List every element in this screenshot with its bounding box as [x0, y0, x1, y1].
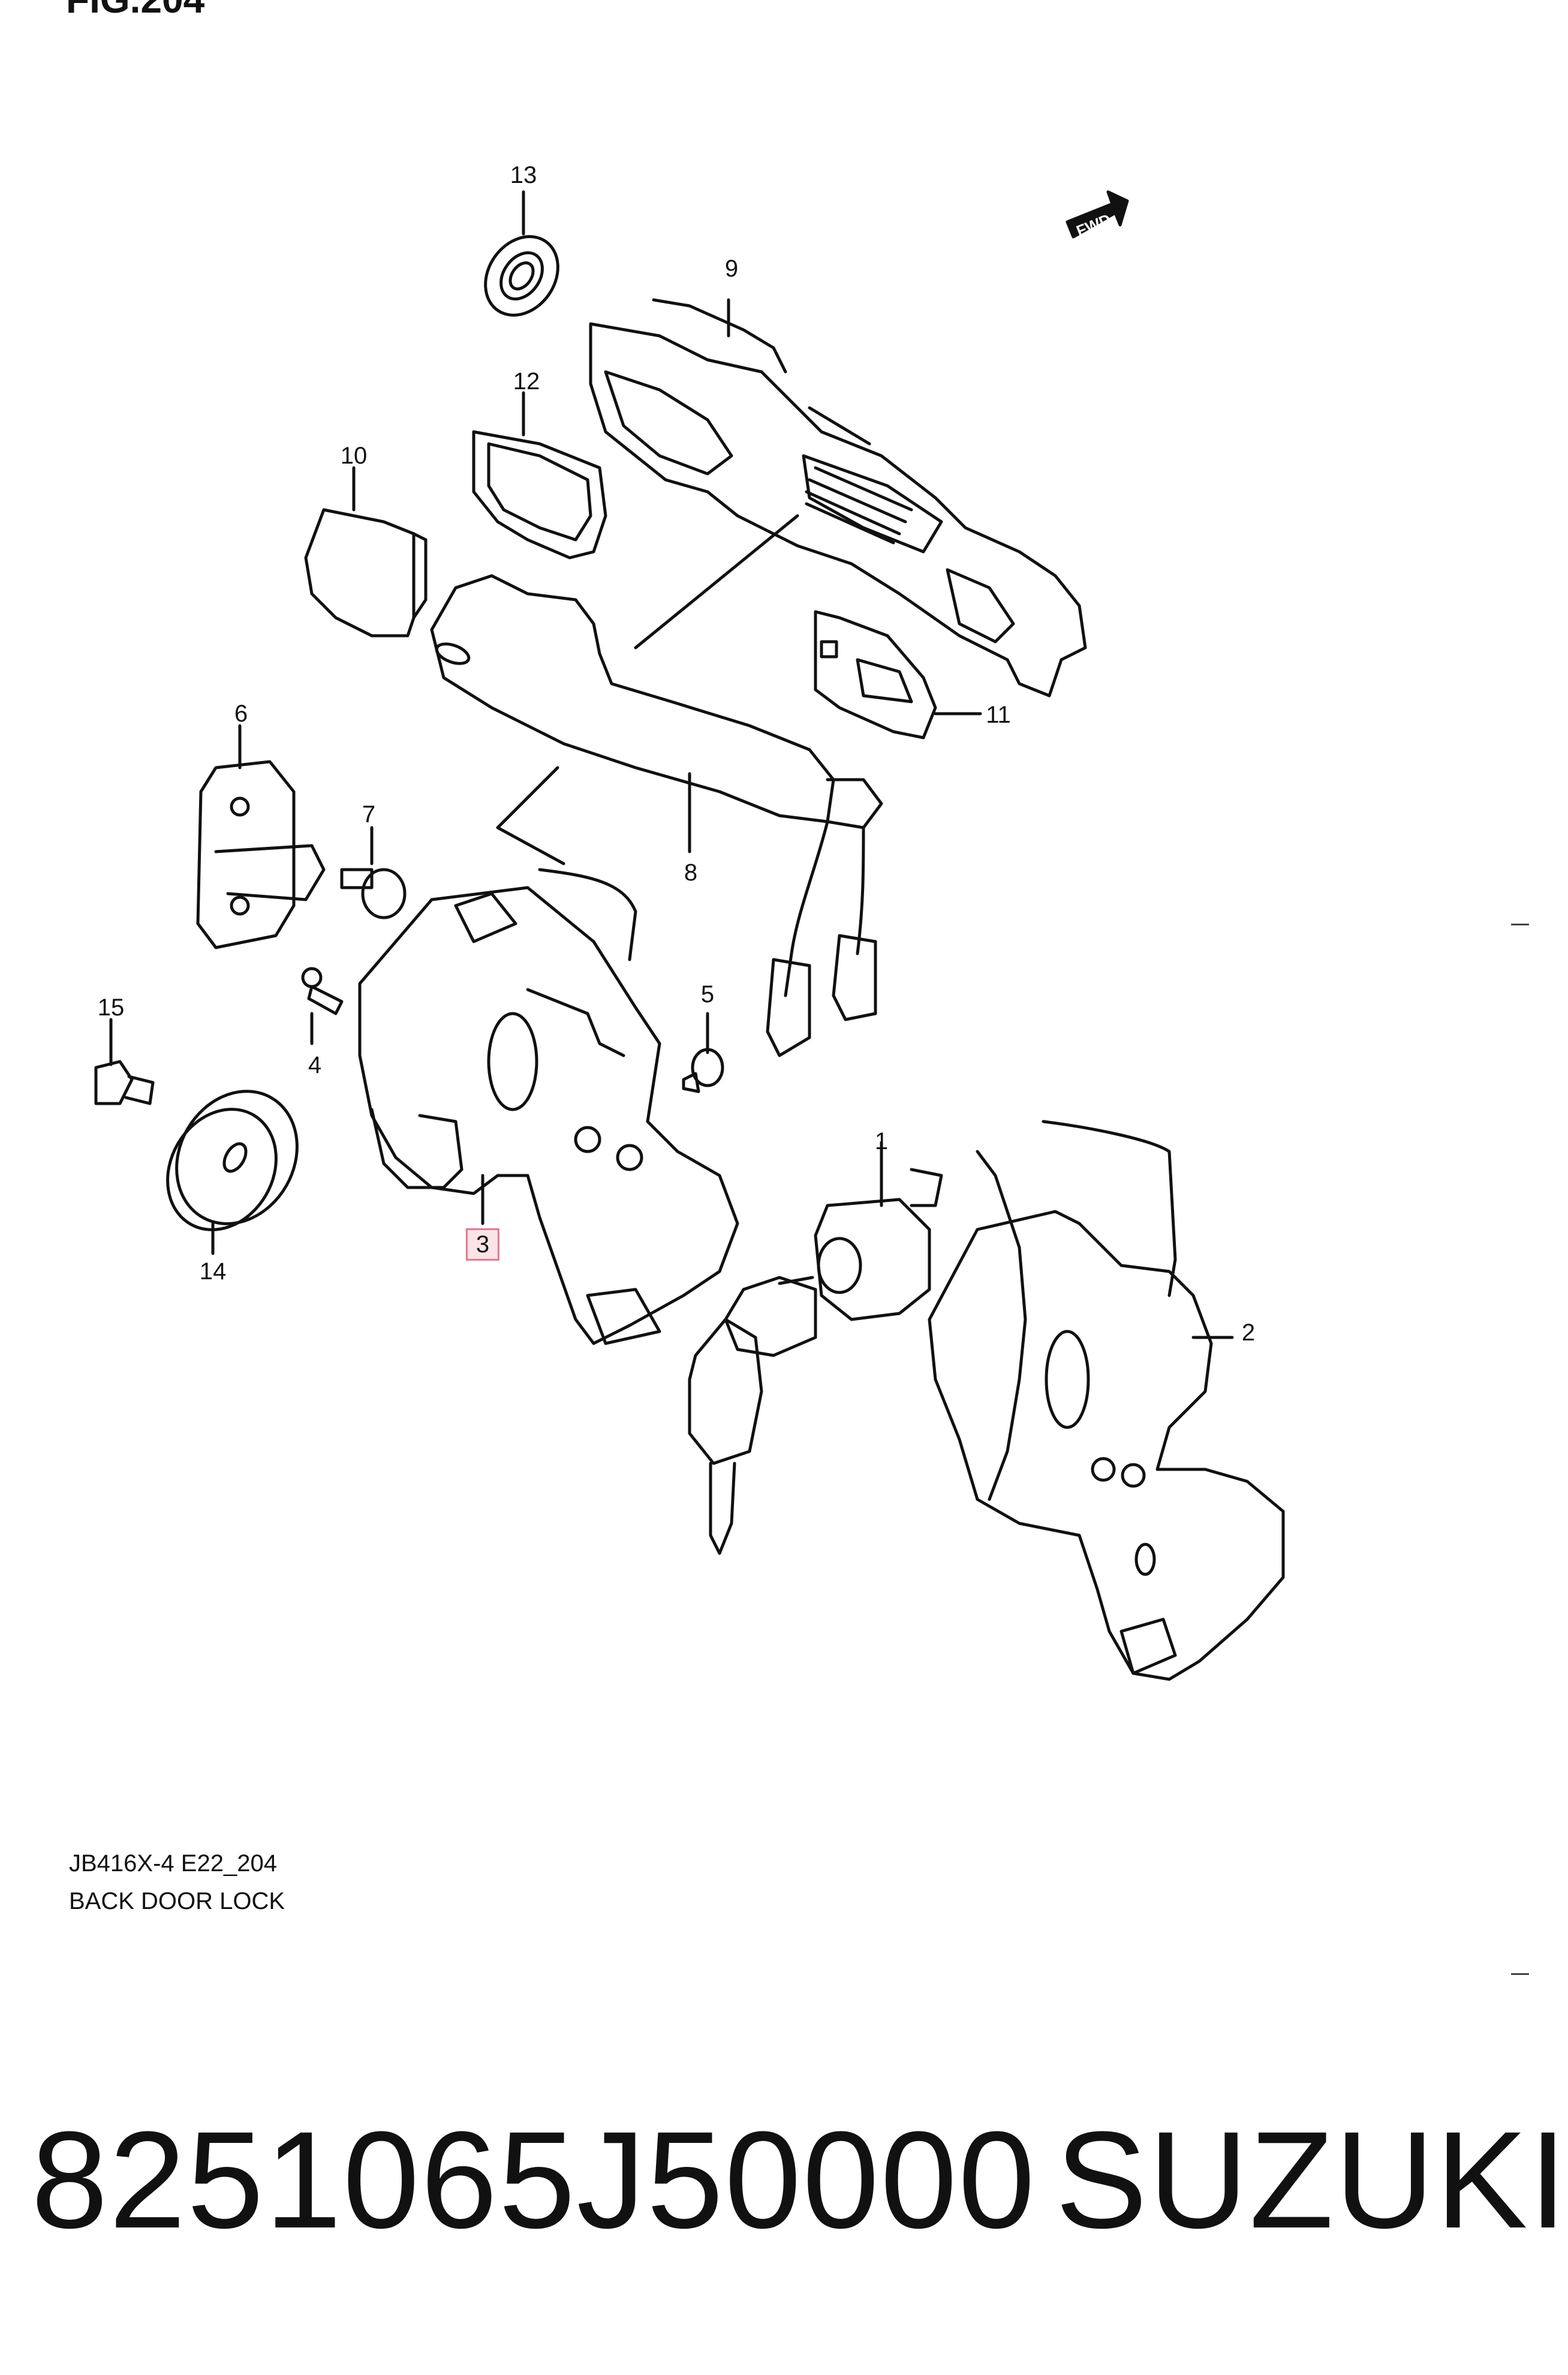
part-13-grommet — [484, 190, 559, 317]
part-15-bolt — [94, 1018, 155, 1105]
callout-2: 2 — [1241, 1319, 1256, 1346]
part-14-bushing — [166, 1090, 299, 1255]
part-number: 8251065J50000 — [31, 2103, 1036, 2257]
part-9-handle-bracket — [589, 298, 1087, 698]
callout-12: 12 — [513, 368, 540, 395]
part-7-screw — [340, 826, 407, 919]
part-2-lock-assembly — [928, 1120, 1285, 1681]
callout-4: 4 — [308, 1052, 322, 1078]
part-6-striker — [196, 724, 326, 949]
callout-11: 11 — [986, 702, 1011, 728]
callout-14: 14 — [199, 1258, 227, 1285]
part-3-lock-assembly — [358, 868, 739, 1345]
footer-band — [0, 1979, 1529, 2375]
part-10-handle-cap — [304, 466, 428, 638]
exploded-view-drawing: FWD — [94, 190, 1285, 1681]
callout-9: 9 — [724, 255, 739, 282]
edge-tick — [1511, 924, 1529, 925]
part-8-outer-handle — [430, 514, 883, 1057]
part-1-key-cylinder — [688, 1141, 943, 1555]
part-5-screw — [682, 1012, 724, 1093]
callout-3-highlighted[interactable]: 3 — [465, 1228, 500, 1261]
callout-13: 13 — [510, 162, 537, 188]
edge-tick — [1511, 1973, 1529, 1975]
callout-6: 6 — [234, 701, 248, 727]
figure-title: FIG.204 — [66, 0, 204, 22]
callout-10: 10 — [340, 443, 368, 469]
fwd-arrow-icon: FWD — [1066, 190, 1129, 240]
part-4-screw — [301, 967, 344, 1045]
figure-caption-name: BACK DOOR LOCK — [69, 1888, 285, 1914]
figure-caption-code: JB416X-4 E22_204 — [69, 1850, 277, 1877]
callout-8: 8 — [684, 859, 698, 886]
parts-diagram: FIG.204 FWD — [66, 0, 1529, 1975]
callout-1: 1 — [874, 1128, 889, 1155]
callout-5: 5 — [700, 981, 715, 1008]
part-11-gasket — [814, 610, 982, 739]
callout-15: 15 — [97, 994, 125, 1021]
part-12-gasket — [472, 391, 607, 560]
brand-name: SUZUKI — [1055, 2103, 1568, 2257]
callout-7: 7 — [362, 801, 376, 828]
